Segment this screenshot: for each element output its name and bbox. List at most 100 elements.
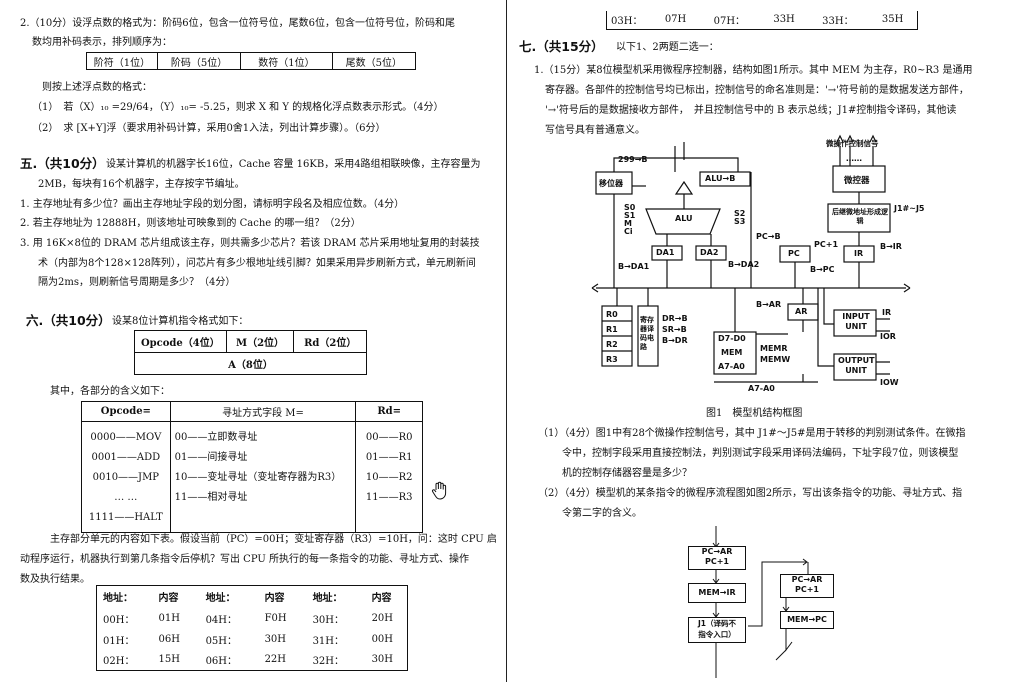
opcode-entry: 0010——JMP (92, 472, 160, 483)
m-entry: 11——相对寻址 (174, 492, 248, 503)
r2-label: R2 (606, 340, 618, 349)
mem-cell: 20H (371, 612, 394, 624)
q7-sub2b: 令第二字的含义。 (562, 508, 642, 519)
q2-sub2: （2） 求 [X+Y]浮（要求用补码计算，采用0舍1入法，列出计算步骤）。（6分… (32, 123, 386, 134)
model-machine-diagram: 微操作控制信号 …… 299→B 移位器 ALU→B ALU S0 S1 M C… (588, 134, 925, 396)
pc-label: PC (788, 249, 800, 258)
signal-ci: Ci (624, 227, 633, 236)
q5-item: 2. 若主存地址为 12888H，则该地址可映象到的 Cache 的哪一组？（2… (20, 218, 361, 229)
q7-p2: 寄存器。各部件的控制信号均已标出，控制信号的命名准则是：'→'符号前的是数据发送… (545, 85, 969, 96)
table-header: Rd= (355, 401, 423, 422)
ir-label: IR (854, 249, 864, 258)
flow-text: PC+1 (794, 585, 819, 594)
mem-header: 内容 (264, 593, 285, 605)
q2-line1: 2.（10分）设浮点数的格式为：阶码6位，包含一位符号位，尾数6位，包含一位符号… (20, 18, 455, 29)
j1-j5-label: J1#~J5 (894, 204, 925, 213)
flow-text: PC→AR (791, 575, 823, 584)
b-da1-label: B→DA1 (618, 262, 650, 271)
mem-cell: 04H： (205, 614, 238, 626)
mem-cell: 07H： (713, 16, 746, 28)
q6-para2: 动程序运行，机器执行到第几条指令后停机？写出 CPU 所执行的每一条指令的功能、… (20, 554, 469, 565)
q2-sub1: （1） 若（X）₁₀ =29/64，（Y）₁₀= -5.25，则求 X 和 Y … (32, 102, 444, 113)
a7-a0-label: A7-A0 (748, 384, 775, 393)
table-header: 寻址方式字段 M= (169, 401, 357, 422)
q6-intro: 设某8位计算机指令格式如下： (112, 316, 249, 327)
page-divider (506, 0, 507, 682)
mem-cell: 00H (371, 633, 394, 645)
mem-cell: 07H (664, 14, 687, 26)
mem-label: MEM (721, 348, 743, 357)
b-pc-label: B→PC (810, 265, 835, 274)
q7-p3: '→'符号后的是数据接收方部件， 并且控制信号中的 B 表示总线；J1#控制指令… (545, 105, 957, 116)
b-ir-label: B→IR (880, 242, 902, 251)
microcontroller-label: 微控器 (844, 176, 870, 186)
alu-label: ALU (675, 214, 693, 223)
mem-cell: 33H： (822, 16, 854, 28)
mem-cell: 33H (773, 14, 795, 26)
signal-s2: S2 (734, 209, 746, 218)
r0-label: R0 (606, 310, 618, 319)
m-column: 00——立即数寻址 01——间接寻址 10——变址寻址（变址寄存器为R3） 11… (169, 421, 357, 533)
q6-para1: 主存部分单元的内容如下表。假设当前（PC）=00H；变址寄存器（R3）=10H，… (50, 534, 497, 545)
q7-sub2a: （2）（4分）模型机的某条指令的微程序流程图如图2所示，写出该条指令的功能、寻址… (538, 488, 963, 499)
input-unit-label: INPUT UNIT (842, 312, 870, 331)
q2-line3: 则按上述浮点数的格式： (42, 82, 152, 93)
shifter-label: 移位器 (599, 179, 623, 188)
fmt-cell: 尾数（5位） (331, 52, 417, 70)
a7-a0-inner-label: A7-A0 (718, 362, 745, 371)
signal-s1: S1 (624, 211, 636, 220)
mem-header: 地址： (103, 593, 133, 605)
pc-b-label: PC→B (756, 232, 781, 241)
signal-m: M (624, 219, 632, 228)
figure-caption: 图1 模型机结构框图 (706, 408, 803, 419)
flow-step-4: PC→AR PC+1 (780, 574, 834, 598)
reg-decoder-label: 寄存器译码电路 (640, 316, 654, 351)
iow-label: IOW (880, 378, 899, 387)
q7-title: 七.（共15分） (519, 39, 604, 54)
mem-cell: 31H： (312, 635, 345, 647)
mem-cell: 30H (371, 654, 394, 666)
table-row: 00H： 01H 04H： F0H 30H： 20H (97, 608, 408, 629)
instr-format-table: Opcode（4位） M（2位） Rd（2位） A（8位） (134, 330, 367, 375)
q5-title: 五.（共10分） (20, 156, 105, 171)
opcode-entry: 1111——HALT (88, 512, 163, 523)
dr-b-label: DR→B (662, 314, 688, 323)
q7-sub1b: 令中，控制字段采用直接控制法，判别测试字段采用译码法编码，下址字段7位，则该模型 (562, 448, 959, 459)
rd-entry: 11——R3 (365, 492, 413, 503)
ior-label: IOR (880, 332, 896, 341)
mem-cell: 03H： (611, 16, 643, 28)
mem-cell: 30H (264, 633, 287, 645)
q2-line2: 数均用补码表示，排列顺序为： (32, 37, 172, 48)
alu-b-label: ALU→B (705, 174, 736, 183)
q5-line1: 设某计算机的机器字长16位，Cache 容量 16KB，采用4路组相联映像，主存… (106, 159, 481, 170)
flow-step-3: J1（译码不 指令入口） (688, 617, 746, 643)
m-entry: 01——间接寻址 (174, 452, 248, 463)
m-entry: 10——变址寻址（变址寄存器为R3） (174, 472, 342, 483)
q7-sub1c: 机的控制存储器容量是多少？ (562, 468, 692, 479)
signal-s0: S0 (624, 203, 636, 212)
micro-signals-label: 微操作控制信号 (826, 139, 879, 148)
rd-entry: 00——R0 (365, 432, 413, 443)
q5-item: 3. 用 16K×8位的 DRAM 芯片组成该主存，则共需多少芯片？若该 DRA… (20, 238, 480, 249)
r3-label: R3 (606, 355, 618, 364)
q7-intro: 以下1、2两题二选一： (616, 42, 719, 53)
mem-cell: 32H： (312, 656, 345, 668)
ar-label: AR (795, 307, 808, 316)
rd-column: 00——R0 01——R1 10——R2 11——R3 (355, 421, 423, 533)
pc-plus1-label: PC+1 (814, 240, 839, 249)
d7-d0-label: D7-D0 (718, 334, 746, 343)
mem-cell: 05H： (205, 635, 238, 647)
mem-cell: 22H (264, 654, 287, 666)
sr-b-label: SR→B (662, 325, 687, 334)
q5-line2: 2MB，每块有16个机器字，主存按字节编址。 (38, 179, 245, 190)
m-entry: 00——立即数寻址 (174, 432, 258, 443)
q5-item: 术（内部为8个128×128阵列），问芯片有多少根地址线引脚？如果采用异步刷新方… (38, 258, 476, 269)
signal-s3: S3 (734, 217, 746, 226)
dots-label: …… (846, 154, 862, 163)
mem-cell: 35H (881, 14, 904, 26)
mem-cell: 30H： (312, 614, 345, 626)
mem-header: 地址： (205, 593, 236, 605)
opcode-entry: … … (114, 492, 138, 503)
da1-label: DA1 (656, 248, 675, 257)
q7-sub1a: （1）（4分）图1中有28个微操作控制信号，其中 J1#～J5#是用于转移的判别… (538, 428, 966, 439)
